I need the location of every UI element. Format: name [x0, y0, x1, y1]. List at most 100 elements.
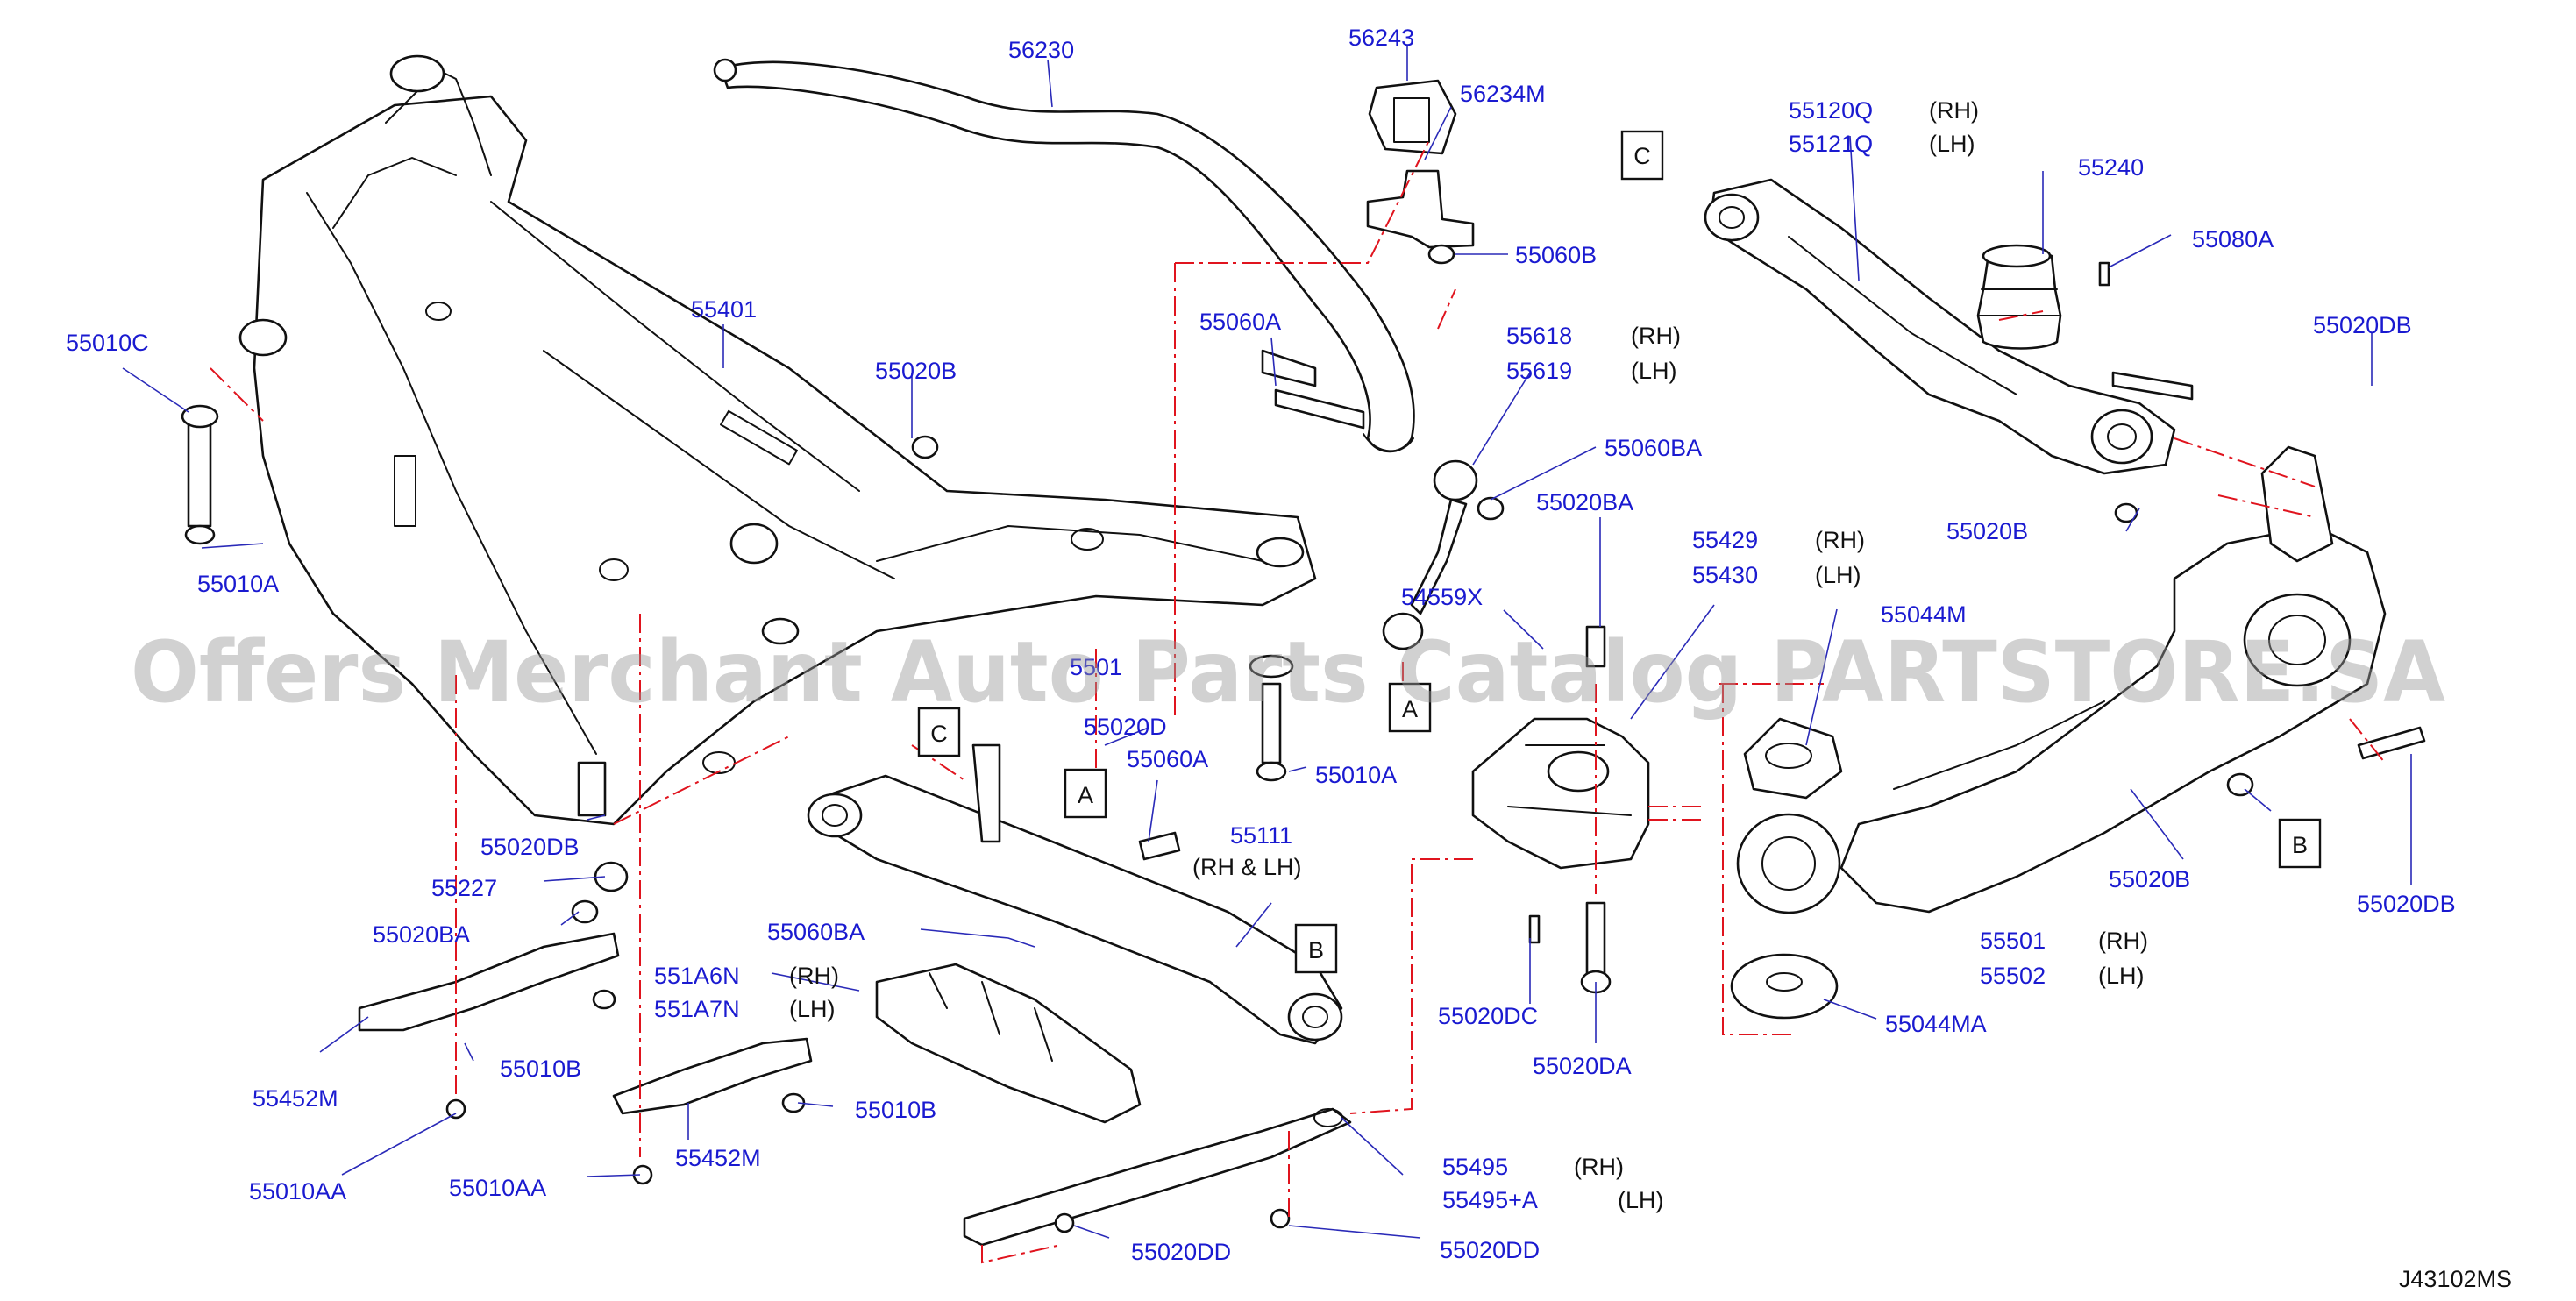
- rear-suspension-knuckle[interactable]: [1839, 445, 2387, 914]
- label-55430[interactable]: 55430: [1692, 562, 1758, 588]
- label-55619[interactable]: 55619: [1506, 358, 1572, 384]
- reference-box-a-right: A: [1388, 682, 1432, 733]
- spring-seat-lower[interactable]: [1730, 953, 1839, 1020]
- svg-text:C: C: [1633, 143, 1651, 169]
- label-55452m-mid[interactable]: 55452M: [675, 1145, 761, 1171]
- label-55060a-mid[interactable]: 55060A: [1127, 746, 1208, 772]
- label-55452m-left[interactable]: 55452M: [253, 1085, 338, 1112]
- bracket-middle[interactable]: [612, 1037, 813, 1115]
- label-55010a-mid[interactable]: 55010A: [1315, 762, 1397, 788]
- stabilizer-connecting-rod[interactable]: [1382, 459, 1478, 650]
- label-55501[interactable]: 55501: [1980, 928, 2046, 954]
- label-55020dd-left[interactable]: 55020DD: [1131, 1239, 1231, 1265]
- label-55429[interactable]: 55429: [1692, 527, 1758, 553]
- label-55618-side: (RH): [1631, 323, 1681, 349]
- label-55020db-left[interactable]: 55020DB: [480, 834, 580, 860]
- diagram-code: J43102MS: [2399, 1266, 2512, 1292]
- coil-spring[interactable]: [1736, 813, 1841, 914]
- stabilizer-bar[interactable]: [713, 58, 1415, 453]
- label-55430-side: (LH): [1815, 562, 1861, 588]
- label-5501-partial[interactable]: 5501: [1070, 654, 1122, 680]
- svg-text:B: B: [2292, 832, 2308, 858]
- label-55502[interactable]: 55502: [1980, 963, 2046, 989]
- label-55495-side: (RH): [1574, 1154, 1624, 1180]
- label-56230[interactable]: 56230: [1008, 37, 1074, 63]
- label-55010aa-mid[interactable]: 55010AA: [449, 1175, 546, 1201]
- label-55010b-mid[interactable]: 55010B: [855, 1097, 936, 1123]
- reference-box-c-top: C: [1620, 130, 1664, 181]
- link-protector[interactable]: [875, 963, 1142, 1124]
- label-55020db-top[interactable]: 55020DB: [2313, 312, 2412, 338]
- label-55495a-side: (LH): [1618, 1187, 1664, 1213]
- label-55020dc[interactable]: 55020DC: [1438, 1003, 1538, 1029]
- label-55227[interactable]: 55227: [431, 875, 497, 901]
- label-55240[interactable]: 55240: [2078, 154, 2144, 181]
- bracket-left[interactable]: [358, 932, 620, 1032]
- suspension-member[interactable]: [238, 54, 1317, 826]
- label-55020b-right[interactable]: 55020B: [1946, 518, 2028, 544]
- svg-text:C: C: [930, 721, 948, 747]
- label-55619-side: (LH): [1631, 358, 1677, 384]
- label-55060b[interactable]: 55060B: [1515, 242, 1597, 268]
- label-55060ba-top[interactable]: 55060BA: [1605, 435, 1702, 461]
- label-55120q[interactable]: 55120Q: [1789, 97, 1873, 124]
- reference-box-b-right: B: [2278, 818, 2322, 869]
- reference-box-a-mid: A: [1064, 768, 1107, 819]
- label-55080a[interactable]: 55080A: [2192, 226, 2274, 252]
- reference-box-b-mid: B: [1294, 923, 1338, 974]
- svg-text:A: A: [1078, 782, 1093, 808]
- label-55044ma[interactable]: 55044MA: [1885, 1011, 1987, 1037]
- label-55111-side: (RH & LH): [1192, 854, 1302, 880]
- upper-link[interactable]: [1704, 178, 2176, 475]
- label-55020dd-right[interactable]: 55020DD: [1440, 1237, 1540, 1263]
- label-551a7n-side: (LH): [789, 996, 836, 1022]
- label-551a7n[interactable]: 551A7N: [654, 996, 740, 1022]
- knuckle-bracket[interactable]: [1471, 717, 1650, 870]
- label-55020ba-left[interactable]: 55020BA: [373, 921, 470, 948]
- label-55121q-side: (LH): [1929, 131, 1975, 157]
- label-55495a[interactable]: 55495+A: [1442, 1187, 1538, 1213]
- label-55010c[interactable]: 55010C: [66, 330, 149, 356]
- svg-text:A: A: [1402, 696, 1418, 722]
- label-55501-side: (RH): [2098, 928, 2148, 954]
- label-56243[interactable]: 56243: [1348, 25, 1414, 51]
- label-55495[interactable]: 55495: [1442, 1154, 1508, 1180]
- fasteners: [181, 244, 2426, 1233]
- label-55618[interactable]: 55618: [1506, 323, 1572, 349]
- spring-seat-upper[interactable]: [1743, 717, 1843, 800]
- svg-text:B: B: [1308, 937, 1324, 963]
- label-55020d[interactable]: 55020D: [1084, 714, 1167, 740]
- label-55010a-left[interactable]: 55010A: [197, 571, 279, 597]
- label-55020b-lower[interactable]: 55020B: [2109, 866, 2190, 892]
- label-55020ba-top[interactable]: 55020BA: [1536, 489, 1633, 515]
- lower-link[interactable]: [807, 774, 1343, 1045]
- label-551a6n[interactable]: 551A6N: [654, 963, 740, 989]
- label-54559x[interactable]: 54559X: [1401, 584, 1483, 610]
- label-551a6n-side: (RH): [789, 963, 839, 989]
- bump-rubber[interactable]: [1976, 244, 2062, 350]
- label-55020da[interactable]: 55020DA: [1533, 1053, 1632, 1079]
- label-55120q-side: (RH): [1929, 97, 1979, 124]
- stabilizer-clamp[interactable]: [1366, 169, 1475, 249]
- parts-artwork: [181, 54, 2426, 1247]
- label-55060a-top[interactable]: 55060A: [1199, 309, 1281, 335]
- label-55020db-right[interactable]: 55020DB: [2357, 891, 2456, 917]
- part-labels: 56230 56243 56234M 55060B 55120Q (RH) 55…: [66, 25, 2456, 1265]
- label-55502-side: (LH): [2098, 963, 2145, 989]
- stabilizer-bushing[interactable]: [1368, 79, 1457, 155]
- label-55060ba-mid[interactable]: 55060BA: [767, 919, 865, 945]
- lateral-link[interactable]: [963, 1107, 1352, 1247]
- label-55010b-left[interactable]: 55010B: [500, 1056, 581, 1082]
- reference-box-c-mid: C: [917, 707, 961, 757]
- label-55010aa-left[interactable]: 55010AA: [249, 1178, 346, 1205]
- label-55121q[interactable]: 55121Q: [1789, 131, 1873, 157]
- label-55401[interactable]: 55401: [691, 296, 757, 323]
- label-56234m[interactable]: 56234M: [1460, 81, 1546, 107]
- label-55044m[interactable]: 55044M: [1881, 601, 1967, 628]
- label-55111[interactable]: 55111: [1230, 822, 1292, 849]
- leader-lines: [122, 46, 2412, 1239]
- watermark-text: Offers Merchant Auto Parts Catalog PARTS…: [131, 623, 2445, 722]
- label-55020b-mid[interactable]: 55020B: [875, 358, 957, 384]
- label-55429-side: (RH): [1815, 527, 1865, 553]
